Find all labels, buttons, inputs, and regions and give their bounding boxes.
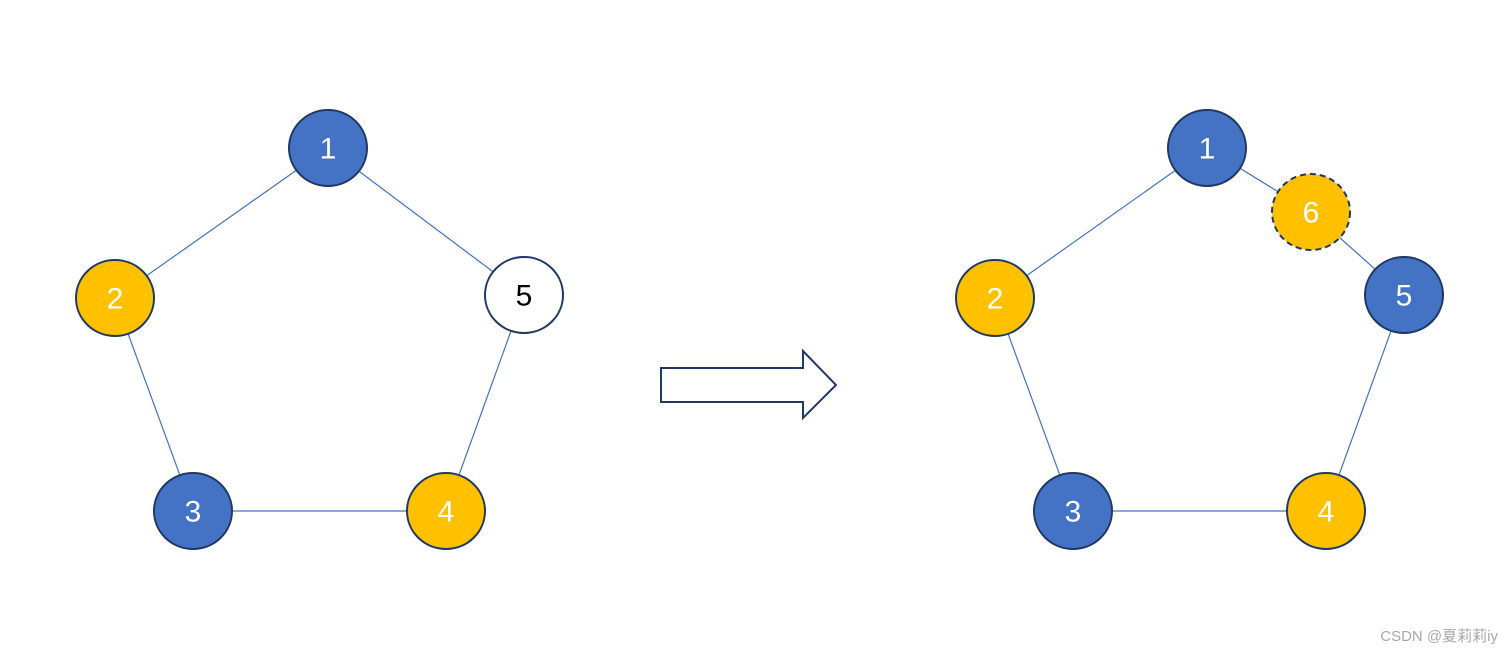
after-node-label-3: 3	[1065, 496, 1082, 529]
before-node-3: 3	[153, 472, 233, 550]
transform-arrow	[660, 348, 838, 421]
before-node-label-1: 1	[320, 133, 337, 166]
after-node-4: 4	[1286, 472, 1366, 550]
after-node-circle-3	[1033, 472, 1113, 550]
after-node-2: 2	[955, 259, 1035, 337]
before-node-label-3: 3	[185, 496, 202, 529]
before-nodes: 1 2 3 4 5	[75, 109, 564, 550]
after-node-label-4: 4	[1318, 496, 1335, 529]
before-node-circle-5	[484, 256, 564, 334]
before-node-circle-1	[288, 109, 368, 187]
after-graph: 1 2 3 4 5 6	[955, 109, 1444, 550]
after-node-label-2: 2	[987, 283, 1004, 316]
after-node-circle-4	[1286, 472, 1366, 550]
after-node-circle-1	[1167, 109, 1247, 187]
after-edge-1-2	[994, 147, 1208, 299]
after-node-label-5: 5	[1396, 280, 1413, 313]
before-node-circle-3	[153, 472, 233, 550]
after-node-circle-5	[1364, 256, 1444, 334]
before-node-circle-2	[75, 259, 155, 337]
after-node-1: 1	[1167, 109, 1247, 187]
before-edge-5-1	[327, 147, 525, 296]
before-node-1: 1	[288, 109, 368, 187]
after-node-label-6: 6	[1303, 197, 1320, 230]
watermark: CSDN @夏莉莉iy	[1380, 628, 1498, 645]
after-node-5: 5	[1364, 256, 1444, 334]
before-node-4: 4	[406, 472, 486, 550]
before-graph: 1 2 3 4 5	[75, 109, 564, 550]
before-node-2: 2	[75, 259, 155, 337]
after-nodes: 1 2 3 4 5 6	[955, 109, 1444, 550]
before-edges	[114, 147, 525, 512]
before-edge-1-2	[114, 147, 329, 299]
before-node-label-4: 4	[438, 496, 455, 529]
after-node-3: 3	[1033, 472, 1113, 550]
before-node-label-2: 2	[107, 283, 124, 316]
after-node-circle-6	[1271, 173, 1351, 251]
after-node-6: 6	[1271, 173, 1351, 251]
before-node-5: 5	[484, 256, 564, 334]
before-node-circle-4	[406, 472, 486, 550]
after-node-circle-2	[955, 259, 1035, 337]
before-node-label-5: 5	[516, 280, 533, 313]
after-node-label-1: 1	[1199, 133, 1216, 166]
